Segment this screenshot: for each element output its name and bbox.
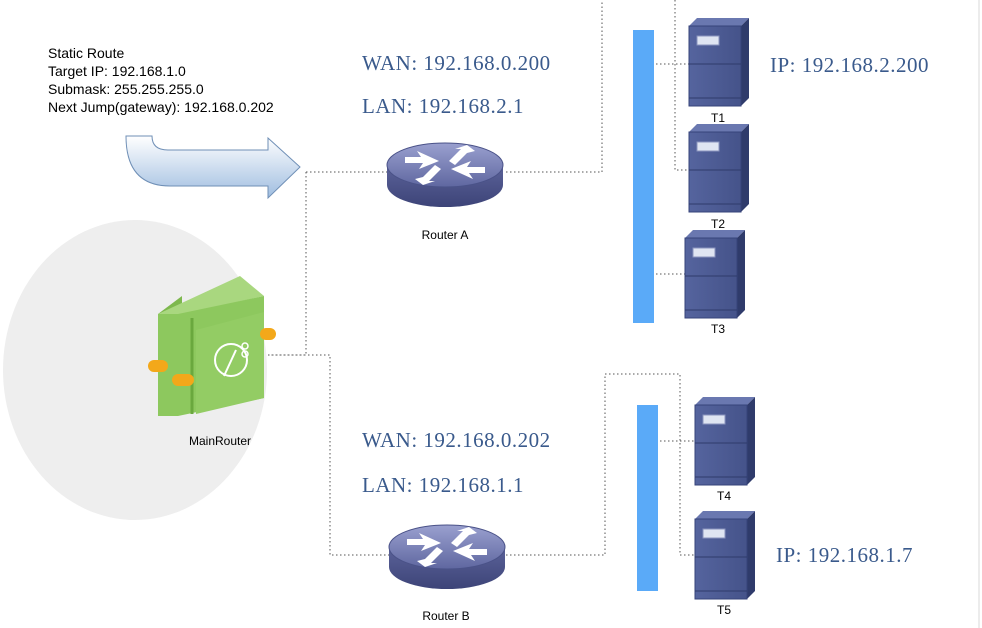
terminal-label-t2: T2 <box>710 217 725 231</box>
static-route-note: Static Route Target IP: 192.168.1.0 Subm… <box>48 44 274 116</box>
router-a-icon <box>386 142 504 207</box>
static-route-arrow <box>125 135 301 200</box>
terminal-label-t4: T4 <box>716 489 731 503</box>
terminal-label-t5: T5 <box>716 603 731 617</box>
switch-bar-a <box>633 30 654 323</box>
router-b-lan: LAN: 192.168.1.1 <box>362 473 524 497</box>
network-links <box>268 0 698 556</box>
server-icon-t1 <box>688 18 749 107</box>
servers <box>684 18 755 600</box>
router-b-icon <box>388 524 506 589</box>
server-icon-t3 <box>684 230 745 319</box>
static-route-title: Static Route <box>48 45 125 61</box>
server-icon-t5 <box>694 511 755 600</box>
main-router-icon <box>148 276 276 416</box>
server-icon-t2 <box>688 124 749 213</box>
terminal-t5-ip: IP: 192.168.1.7 <box>776 543 914 567</box>
switch-bar-b <box>637 405 658 591</box>
router-b-wan: WAN: 192.168.0.202 <box>362 428 551 452</box>
terminal-label-t1: T1 <box>710 111 725 125</box>
terminal-label-t3: T3 <box>710 322 725 336</box>
main-router-label: MainRouter <box>188 434 252 448</box>
static-route-next-jump: Next Jump(gateway): 192.168.0.202 <box>48 99 274 115</box>
static-route-submask: Submask: 255.255.255.0 <box>48 81 204 97</box>
router-a-label: Router A <box>421 228 469 242</box>
router-b-label: Router B <box>422 609 470 623</box>
router-a-wan: WAN: 192.168.0.200 <box>362 51 551 75</box>
static-route-target-ip: Target IP: 192.168.1.0 <box>48 63 186 79</box>
server-icon-t4 <box>694 397 755 486</box>
router-a-lan: LAN: 192.168.2.1 <box>362 94 524 118</box>
terminal-t1-ip: IP: 192.168.2.200 <box>770 53 930 77</box>
